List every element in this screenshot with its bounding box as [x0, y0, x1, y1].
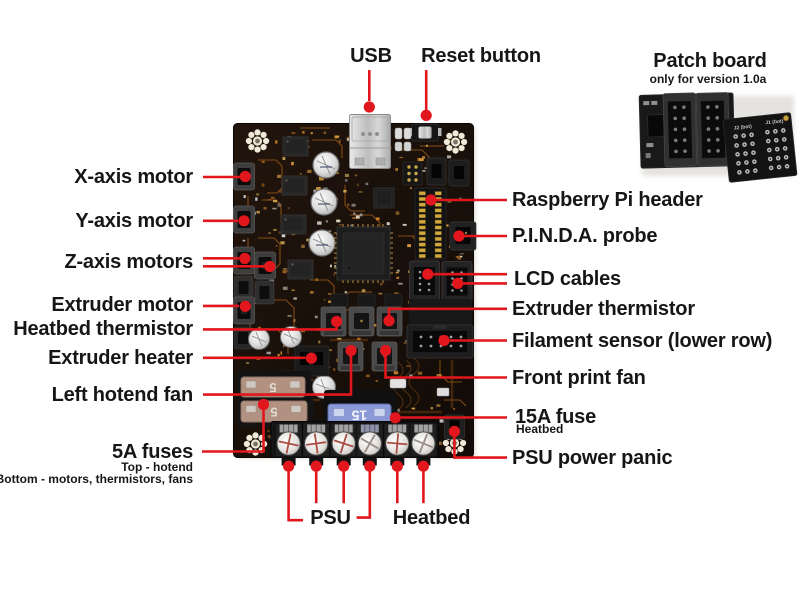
- label-x-axis-motor: X-axis motor: [74, 166, 193, 188]
- patch-idc-socket-2: [695, 92, 731, 167]
- leader-dot-left-hotend-fan: [345, 344, 357, 357]
- reset-button-component: [408, 123, 442, 142]
- fuse-5a-bottom: 5: [240, 400, 308, 423]
- leader-line-left-hotend-fan: [203, 350, 353, 396]
- leader-line-psu-1: [287, 466, 303, 522]
- leader-line-psu-power-panic: [453, 431, 507, 459]
- mcu-chip: [334, 224, 393, 283]
- svg-text:15: 15: [352, 408, 368, 424]
- usb-connector: [349, 114, 391, 169]
- leader-line-5a-fuses: [202, 404, 265, 453]
- label-15a-fuse: 15A fuse: [515, 406, 597, 429]
- label-patch-board-subtitle: only for version 1.0a: [649, 71, 767, 86]
- lcd-connector-1: [409, 260, 440, 301]
- leader-dot-lcd-1: [422, 268, 434, 280]
- leader-dot-extruder-thermistor: [383, 315, 395, 327]
- label-extruder-motor: Extruder motor: [51, 293, 193, 316]
- leader-dot-reset: [420, 109, 432, 121]
- leader-dot-psu-power-panic: [448, 425, 460, 437]
- leader-dot-z-motor-1: [239, 252, 251, 265]
- leader-dot-extruder-motor: [239, 300, 251, 312]
- mid-connector: [348, 306, 375, 337]
- leader-dot-heatbed-2: [417, 460, 429, 472]
- label-psu: PSU: [310, 506, 351, 529]
- leader-dot-psu-4: [364, 460, 376, 472]
- aux-connectors-left: [233, 275, 275, 305]
- screw-terminal-1: [274, 422, 303, 466]
- leader-dot-heatbed-1: [391, 460, 403, 472]
- label-15a-fuse-sub: Heatbed: [516, 421, 564, 436]
- patch-board-photo: J2 (bot) J1 (bot): [638, 92, 798, 183]
- label-left-hotend-fan: Left hotend fan: [51, 383, 194, 406]
- label-extruder-thermistor: Extruder thermistor: [512, 298, 695, 320]
- label-lcd-cables: LCD cables: [514, 268, 621, 290]
- stepper-driver-chips: [280, 136, 314, 280]
- leader-dot-front-print-fan: [379, 344, 392, 357]
- thermistor-headers-upper: [330, 293, 403, 308]
- leader-line-front-print-fan: [384, 350, 507, 379]
- leader-dot-y-motor: [238, 215, 250, 227]
- label-raspberry-pi-header: Raspberry Pi header: [512, 189, 703, 211]
- leader-dot-filament-sensor: [438, 334, 450, 347]
- aux-chip: [373, 187, 395, 209]
- label-z-axis-motors: Z-axis motors: [64, 251, 193, 273]
- patch-right-pcb: J2 (bot) J1 (bot): [722, 112, 798, 183]
- screw-terminal-6: [409, 422, 438, 466]
- label-5a-fuses: 5A fuses: [111, 441, 193, 463]
- svg-text:5: 5: [269, 380, 276, 395]
- leader-dot-pinda: [453, 230, 465, 242]
- top-right-connectors: [426, 157, 470, 187]
- leader-dot-psu-1: [283, 460, 295, 472]
- leader-dot-usb: [363, 101, 375, 113]
- leader-dot-psu-3: [338, 460, 350, 472]
- leader-dot-extruder-heater: [305, 352, 317, 364]
- leader-dot-lcd-2: [452, 277, 464, 289]
- fuse-5a-top: 5: [240, 376, 306, 398]
- label-y-axis-motor: Y-axis motor: [75, 209, 193, 232]
- label-pinda-probe: P.I.N.D.A. probe: [512, 225, 658, 247]
- leader-dots: [238, 101, 465, 472]
- label-patch-board-title: Patch board: [653, 50, 767, 72]
- leader-line-psu-4: [356, 466, 372, 519]
- label-filament-sensor: Filament sensor (lower row): [512, 329, 773, 352]
- label-reset-button: Reset button: [421, 45, 541, 67]
- main-board: 5 5 15: [233, 114, 477, 466]
- patch-j1-label: J1 (bot): [765, 118, 784, 126]
- smd-part-white-2: [436, 387, 450, 397]
- leader-dot-rpi: [425, 194, 437, 206]
- label-front-print-fan: Front print fan: [512, 366, 646, 389]
- screw-terminal-4: [355, 422, 384, 466]
- leader-dot-psu-2: [310, 460, 322, 472]
- patch-j2-label: J2 (bot): [733, 124, 752, 132]
- smd-capacitors: [394, 127, 412, 152]
- screw-terminal-3: [329, 422, 358, 466]
- screw-terminal-block: [270, 421, 439, 466]
- screw-terminal-5: [383, 422, 412, 466]
- leader-dot-15a-fuse: [389, 412, 401, 424]
- svg-text:5: 5: [270, 405, 277, 420]
- screw-terminal-2: [302, 422, 331, 466]
- smd-part-white: [389, 378, 407, 389]
- raspberry-pi-header: [414, 187, 447, 260]
- label-5a-fuses-sub2: Bottom - motors, thermistors, fans: [0, 472, 193, 486]
- leader-dot-5a-fuses: [257, 398, 270, 411]
- label-usb: USB: [350, 45, 392, 67]
- patch-idc-socket-1: [662, 92, 698, 168]
- label-5a-fuses-sub1: Top - hotend: [121, 459, 193, 474]
- leader-dot-heatbed-thermistor: [331, 315, 343, 328]
- label-psu-power-panic: PSU power panic: [512, 446, 673, 469]
- label-heatbed-thermistor: Heatbed thermistor: [13, 318, 193, 341]
- label-heatbed: Heatbed: [392, 506, 471, 529]
- connector-mass: [409, 299, 472, 327]
- isp-header: [402, 161, 423, 186]
- label-extruder-heater: Extruder heater: [48, 346, 193, 369]
- leader-dot-z-motor-2: [264, 260, 276, 273]
- leader-dot-x-motor: [239, 170, 251, 183]
